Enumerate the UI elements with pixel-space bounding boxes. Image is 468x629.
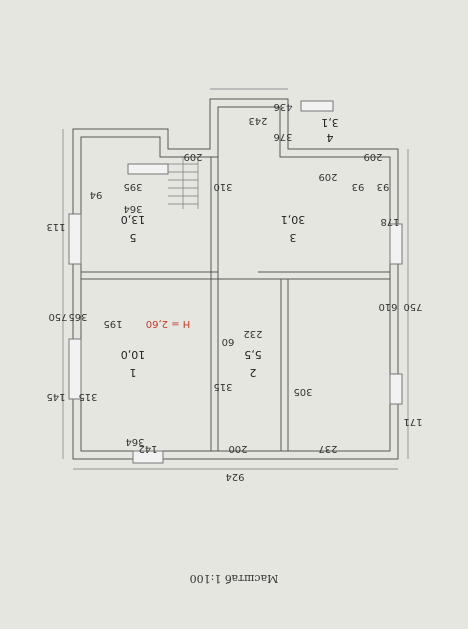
dim-mid-wall-right: 232 [243,328,262,339]
window-left-lower [389,373,403,405]
window-bottom [132,450,164,464]
dim-top-inner: 243 [248,115,267,126]
room-5-number: 5 [130,231,137,244]
height-label: H = 2,60 [146,318,191,329]
dim-left-side-total: 750 [48,311,67,322]
dim-left-window-upper: 113 [46,221,65,232]
dim-room1-height: 315 [78,391,97,402]
dim-corridor-wall: 310 [213,181,232,192]
dim-mid-wall-left: 195 [103,318,122,329]
dim-bottom-left: 142 [138,443,157,454]
room-2-area: 5,5 [244,348,262,361]
dim-stair-width: 376 [273,131,292,142]
dim-tower-left-height: 209 [183,151,202,162]
window-right-lower [68,338,82,400]
room-2-number: 2 [250,366,257,379]
room-3-area: 30,1 [281,213,306,226]
dim-mid-small: 60 [222,336,235,347]
dim-bottom-window: 364 [125,436,144,447]
dim-notch-right-top: 93 [377,181,390,192]
stairs [168,157,199,209]
dim-right-window-upper: 178 [380,216,399,227]
dim-top-total: 436 [273,101,292,112]
room-1-number: 1 [130,366,137,379]
dim-room2-height: 315 [213,381,232,392]
dim-room5-width: 364 [123,203,142,214]
floor-plan-rotated-group: 924 237 200 142 364 171 750 610 178 750 … [46,88,423,482]
dim-right-side-total: 750 [403,301,422,312]
dim-stair-depth: 209 [318,171,337,182]
dim-room5-height: 365 [68,311,87,322]
room-5-area: 13,0 [121,213,146,226]
dim-upper-left-outer: 395 [123,181,142,192]
dim-notch-right-inner: 93 [352,181,365,192]
dim-right-inner-height: 610 [378,301,397,312]
window-right-upper [68,213,82,265]
room-1-area: 10,0 [121,348,146,361]
room-4-number: 4 [327,131,334,144]
dim-left-window-lower: 145 [46,391,65,402]
window-tower [300,100,334,112]
dim-bottom-mid: 200 [228,443,247,454]
dim-tower-right-height: 209 [363,151,382,162]
dim-right-window-lower: 171 [403,416,422,427]
scale-caption: Масштаб 1:100 [189,572,279,585]
dim-bottom-total: 924 [225,471,244,482]
window-top-right [127,163,169,175]
window-left-upper [389,223,403,265]
room-4-area: 3,1 [321,116,339,129]
dim-upper-left-mark: 94 [90,189,103,200]
dim-room3-partition: 305 [293,386,312,397]
dim-bottom-right: 237 [318,443,337,454]
room-3-number: 3 [290,231,297,244]
